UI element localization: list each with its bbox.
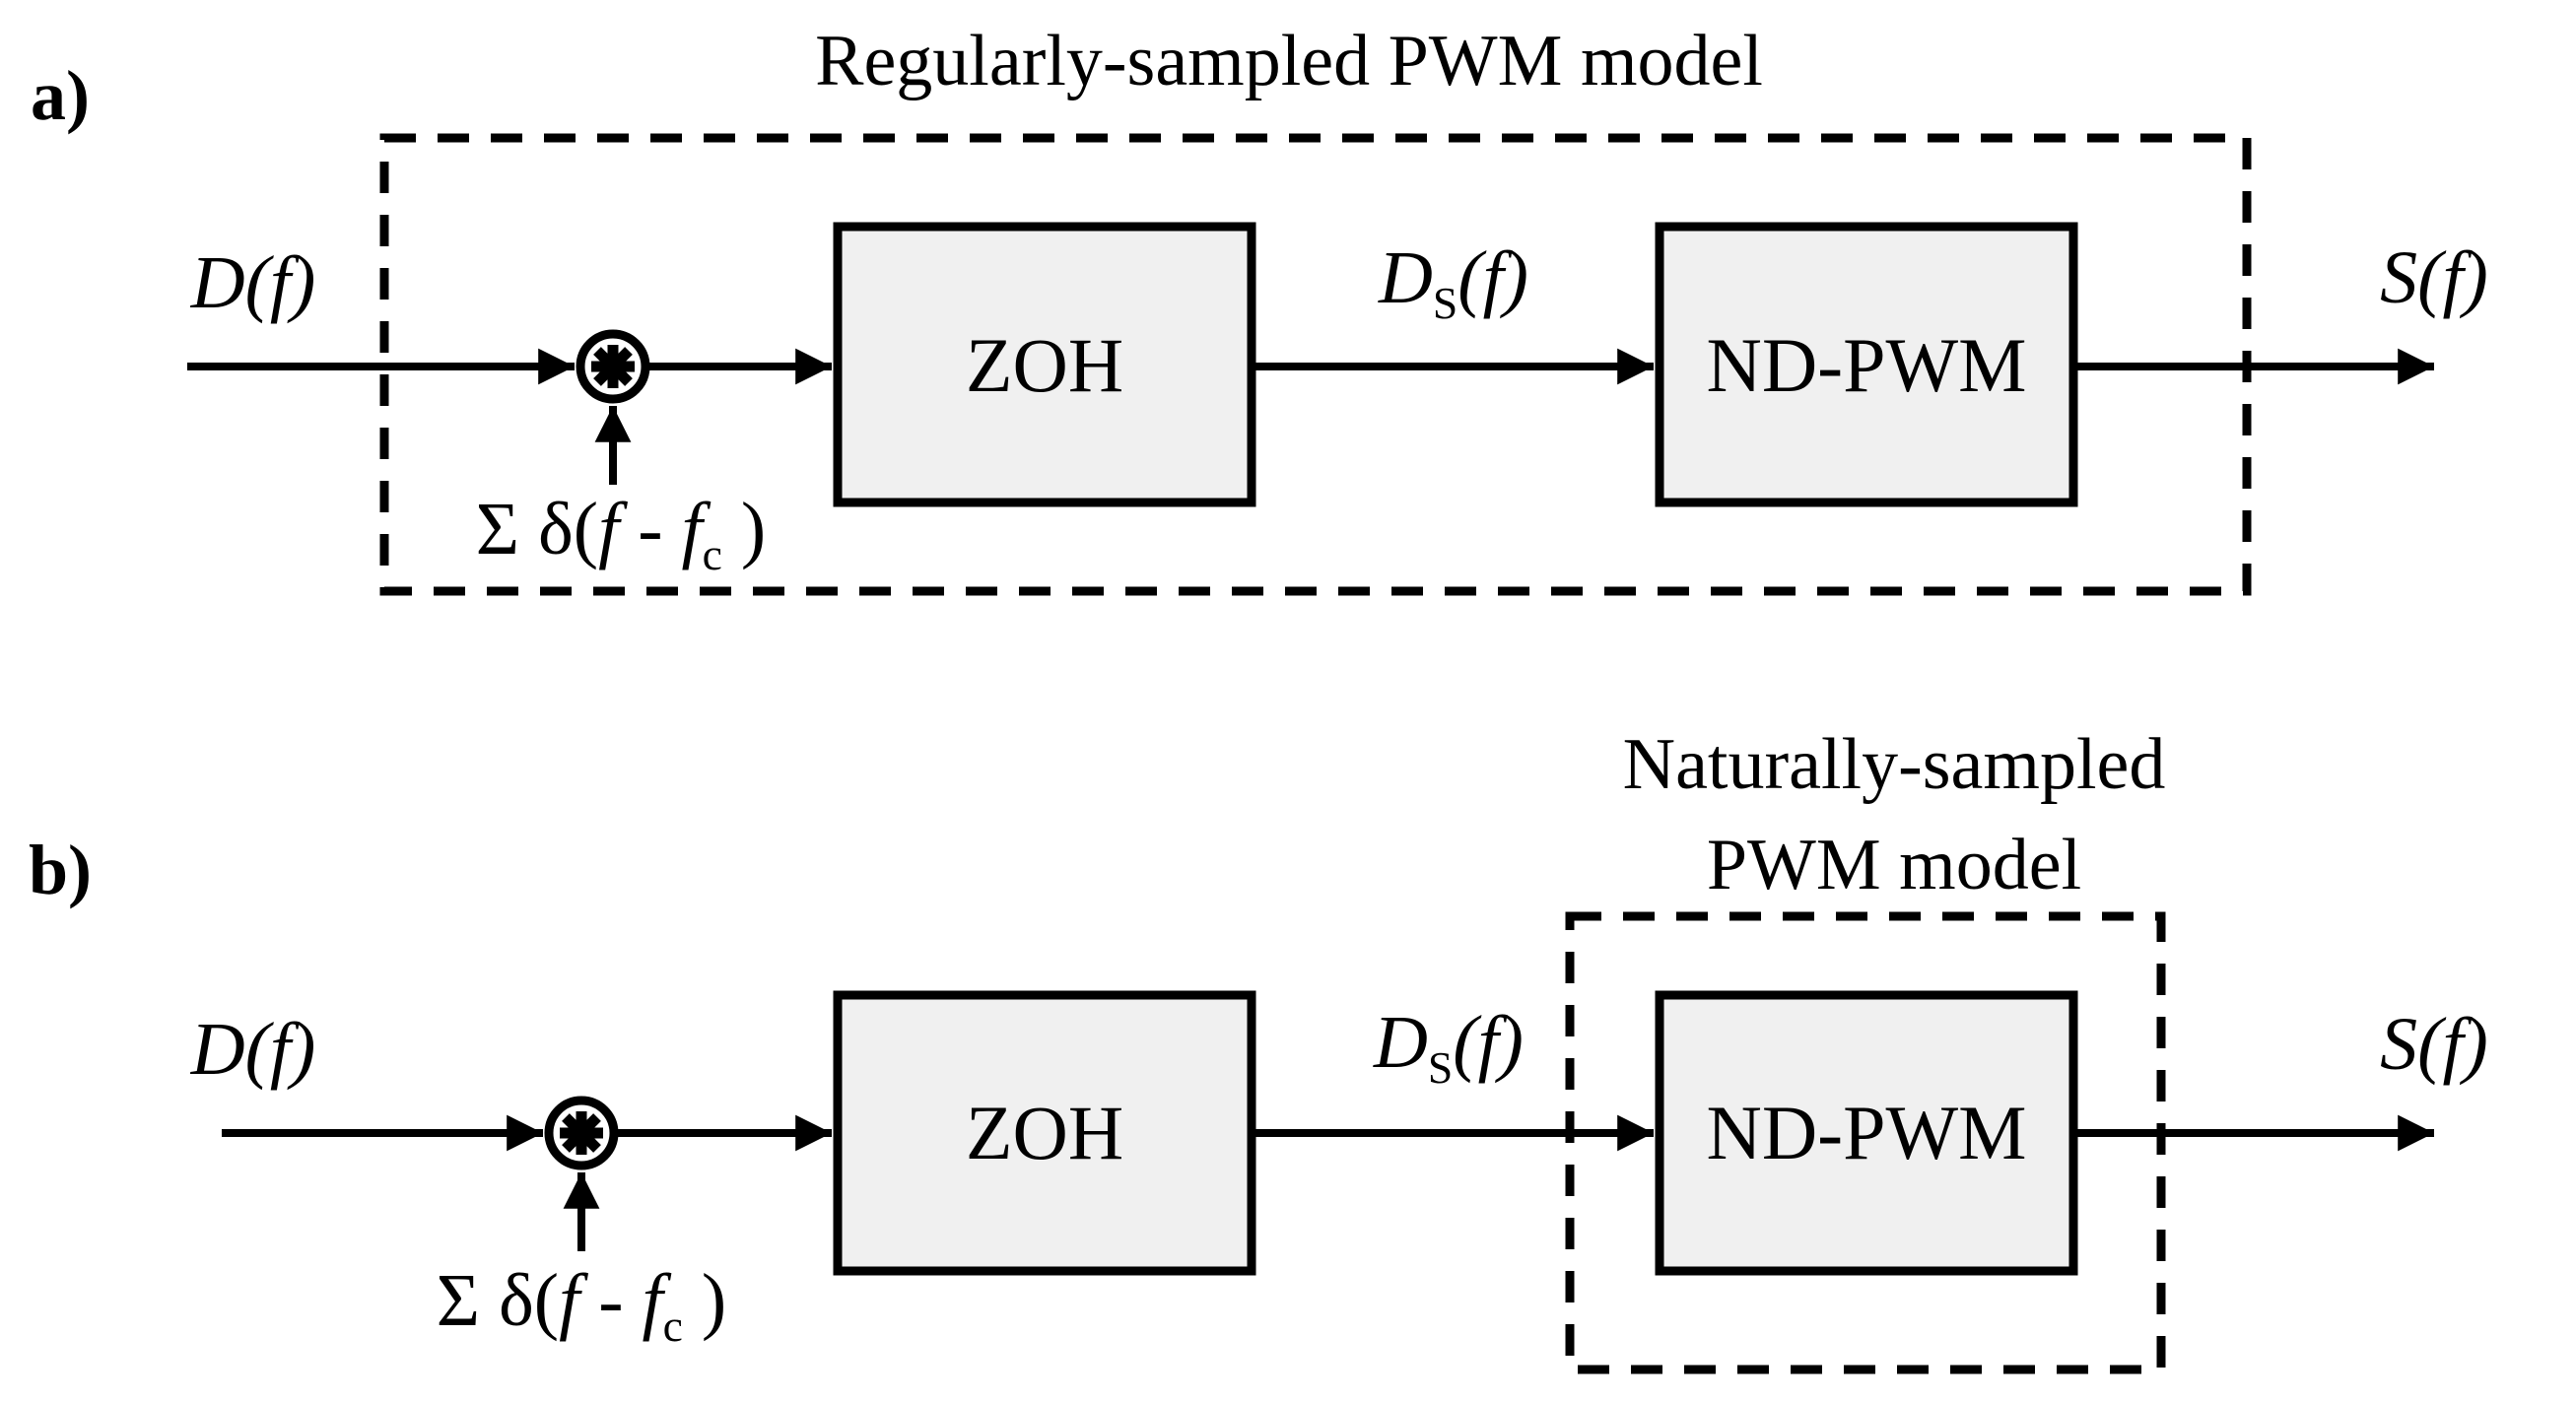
impulse-fc: f — [681, 488, 703, 570]
impulse-prefix: Σ δ( — [475, 488, 599, 570]
ndpwm-block-label-b: ND-PWM — [1706, 1090, 2027, 1175]
ndpwm-block-a — [1655, 222, 2078, 507]
signal-base: D — [1379, 236, 1433, 319]
natural-model-dashed-boundary — [1565, 911, 2166, 1374]
signal-base: D — [1374, 1001, 1428, 1084]
ndpwm-block-label-a: ND-PWM — [1706, 322, 2027, 408]
asterisk-icon — [591, 345, 635, 388]
signal-base: S — [2380, 1003, 2418, 1086]
natural-model-title-line2: PWM model — [1706, 825, 2082, 906]
signal-args: (f) — [2417, 1003, 2488, 1086]
impulse-f: f — [559, 1259, 580, 1342]
diagram-b-graphics — [222, 911, 2434, 1374]
impulse-close: ) — [682, 1259, 727, 1342]
signal-args: (f) — [1457, 236, 1528, 319]
sampled-signal-label-a: DS(f) — [1379, 240, 1528, 325]
input-signal-label-b: D(f) — [191, 1012, 316, 1087]
impulse-minus: - — [579, 1259, 643, 1342]
impulse-subscript: c — [702, 529, 722, 580]
zoh-block-label-b: ZOH — [965, 1090, 1124, 1175]
signal-base: D — [190, 241, 245, 324]
signal-base: S — [2380, 236, 2418, 319]
impulse-minus: - — [619, 488, 682, 570]
impulse-train-label-b: Σ δ(f - fc ) — [437, 1263, 726, 1348]
signal-subscript: S — [1427, 1042, 1454, 1094]
regular-model-title: Regularly-sampled PWM model — [815, 21, 1763, 101]
signal-subscript: S — [1432, 278, 1458, 329]
output-signal-label-a: S(f) — [2380, 240, 2488, 315]
impulse-train-label-a: Σ δ(f - fc ) — [476, 492, 766, 576]
zoh-block-label-a: ZOH — [965, 322, 1124, 408]
output-signal-label-b: S(f) — [2380, 1007, 2488, 1082]
natural-model-title: Naturally-sampled PWM model — [1623, 714, 2166, 915]
impulse-fc: f — [642, 1259, 663, 1342]
impulse-close: ) — [721, 488, 767, 570]
convolution-node-b — [544, 1096, 619, 1170]
input-signal-label-a: D(f) — [191, 245, 316, 320]
signal-args: (f) — [244, 241, 316, 324]
panel-label-a: a) — [31, 56, 90, 135]
convolution-node-a — [576, 329, 650, 404]
panel-label-b: b) — [28, 831, 93, 909]
impulse-subscript: c — [662, 1301, 683, 1352]
signal-args: (f) — [244, 1008, 316, 1091]
zoh-block-b — [833, 990, 1256, 1276]
signal-args: (f) — [2417, 236, 2488, 319]
diagram-a-graphics — [187, 133, 2434, 596]
natural-model-title-line1: Naturally-sampled — [1622, 724, 2166, 805]
impulse-f: f — [598, 488, 620, 570]
impulse-prefix: Σ δ( — [436, 1259, 560, 1342]
signal-base: D — [190, 1008, 245, 1091]
signal-args: (f) — [1453, 1001, 1524, 1084]
sampled-signal-label-b: DS(f) — [1374, 1005, 1524, 1090]
asterisk-icon — [560, 1111, 603, 1155]
